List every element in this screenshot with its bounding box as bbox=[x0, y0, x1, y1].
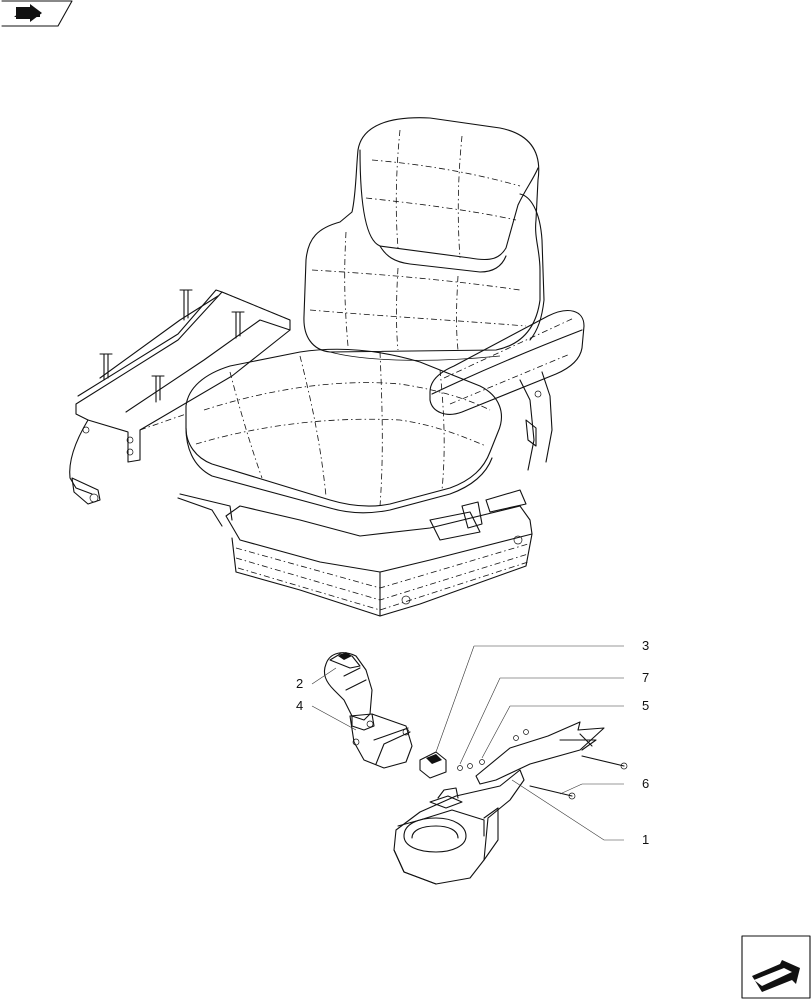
callout-3: 3 bbox=[642, 638, 649, 653]
callout-5: 5 bbox=[642, 698, 649, 713]
seat-slide-rails bbox=[69, 289, 291, 505]
callout-6: 6 bbox=[642, 776, 649, 791]
seat-armrest bbox=[429, 310, 585, 471]
joystick-assembly bbox=[323, 652, 413, 769]
previous-page-icon[interactable] bbox=[1, 0, 73, 27]
callout-4: 4 bbox=[296, 698, 303, 713]
leader-lines bbox=[311, 645, 624, 841]
seat-backrest bbox=[303, 117, 545, 361]
callout-labels: 3 7 5 6 1 2 4 bbox=[296, 638, 649, 847]
operator-seat bbox=[69, 117, 585, 617]
callout-7: 7 bbox=[642, 670, 649, 685]
callout-1: 1 bbox=[642, 832, 649, 847]
next-page-icon[interactable] bbox=[741, 935, 811, 999]
armrest-console bbox=[393, 721, 628, 885]
callout-2: 2 bbox=[296, 676, 303, 691]
seat-suspension bbox=[177, 489, 533, 617]
seat-cushion bbox=[185, 348, 502, 514]
